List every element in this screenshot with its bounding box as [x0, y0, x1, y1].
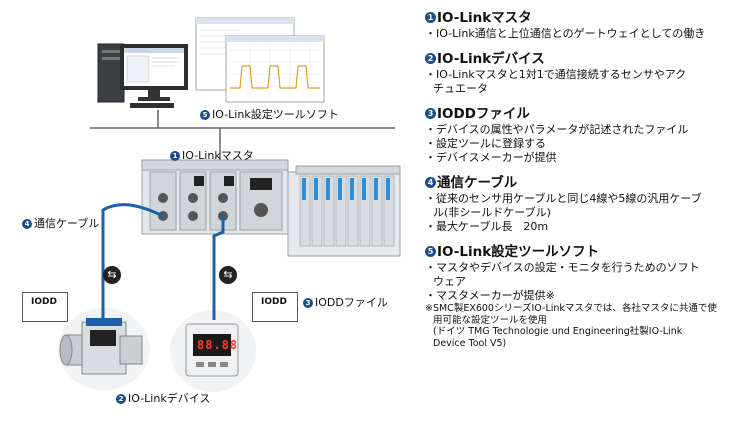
iodd-doc-label: IODD	[261, 297, 287, 307]
section-title-text: IO-Linkデバイス	[437, 51, 545, 67]
section-line: ・マスタメーカーが提供※	[425, 289, 555, 302]
number-badge: 2	[425, 52, 436, 64]
iodd-doc-label: IODD	[31, 297, 57, 307]
number-badge: 3	[425, 107, 436, 119]
section-line: ・デバイスの属性やパラメータが記述されたファイル	[425, 123, 689, 136]
tool-software-text: IO-Link設定ツールソフト	[212, 108, 339, 121]
section-line: チュエータ	[433, 82, 488, 95]
footnote-line: Device Tool V5)	[433, 337, 507, 349]
number-badge: 4	[22, 219, 32, 229]
section-line: ・IO-Linkマスタと1対1で通信接続するセンサやアク	[425, 68, 687, 81]
number-badge: 1	[170, 151, 180, 161]
section-title-text: IO-Linkマスタ	[437, 10, 532, 26]
footnote-line: ※SMC製EX600シリーズIO-Linkマスタでは、各社マスタに共通で使	[425, 303, 717, 314]
number-badge: 1	[425, 11, 436, 23]
number-badge: 2	[116, 394, 126, 404]
pc-tower-icon	[97, 43, 125, 103]
number-badge: 3	[303, 298, 313, 308]
io-link-master-icon	[141, 159, 289, 235]
section-title-text: 通信ケーブル	[437, 175, 518, 191]
cable-to-pressure-sensor	[212, 216, 225, 320]
footnote-line: (ドイツ TMG Technologie und Engineering社製IO…	[433, 326, 683, 337]
link-icon: ⇆	[103, 266, 121, 284]
section-title-text: IO-Link設定ツールソフト	[437, 244, 600, 260]
section-line: ・マスタやデバイスの設定・モニタを行うためのソフト	[425, 261, 700, 274]
section-line: ・従来のセンサ用ケーブルと同じ4線や5線の汎用ケーブ	[425, 192, 702, 205]
flow-sensor-icon	[59, 318, 143, 375]
section-line: ・設定ツールに登録する	[425, 137, 546, 150]
number-badge: 4	[425, 176, 436, 188]
section-line: ル(非シールドケーブル)	[433, 206, 551, 219]
pressure-display-readout: 88.88	[197, 338, 239, 352]
system-diagram	[59, 17, 401, 377]
section-line: ・IO-Link通信と上位通信とのゲートウェイとしての働き	[425, 27, 706, 40]
cable-text: 通信ケーブル	[34, 217, 100, 230]
number-badge: 5	[425, 245, 436, 257]
software-screen-icon	[195, 17, 325, 103]
cable-to-flow-sensor	[101, 203, 164, 318]
pressure-sensor-icon	[185, 323, 239, 377]
iodd-document-icon: IODD	[22, 292, 68, 322]
section-line: ウェア	[433, 275, 466, 288]
number-badge: 5	[200, 110, 210, 120]
section-line: ・デバイスメーカーが提供	[425, 151, 557, 164]
section-line: ・最大ケーブル長 20m	[425, 220, 549, 233]
link-icon: ⇆	[219, 266, 237, 284]
master-text: IO-Linkマスタ	[182, 149, 254, 162]
iodd-document-icon: IODD	[252, 292, 298, 322]
footnote-line: 用可能な設定ツールを使用	[433, 314, 548, 326]
section-title-text: IODDファイル	[437, 106, 530, 122]
iodd-file-text: IODDファイル	[315, 296, 388, 309]
valve-manifold-icon	[287, 165, 401, 257]
monitor-icon	[120, 44, 188, 108]
device-text: IO-Linkデバイス	[128, 392, 211, 405]
